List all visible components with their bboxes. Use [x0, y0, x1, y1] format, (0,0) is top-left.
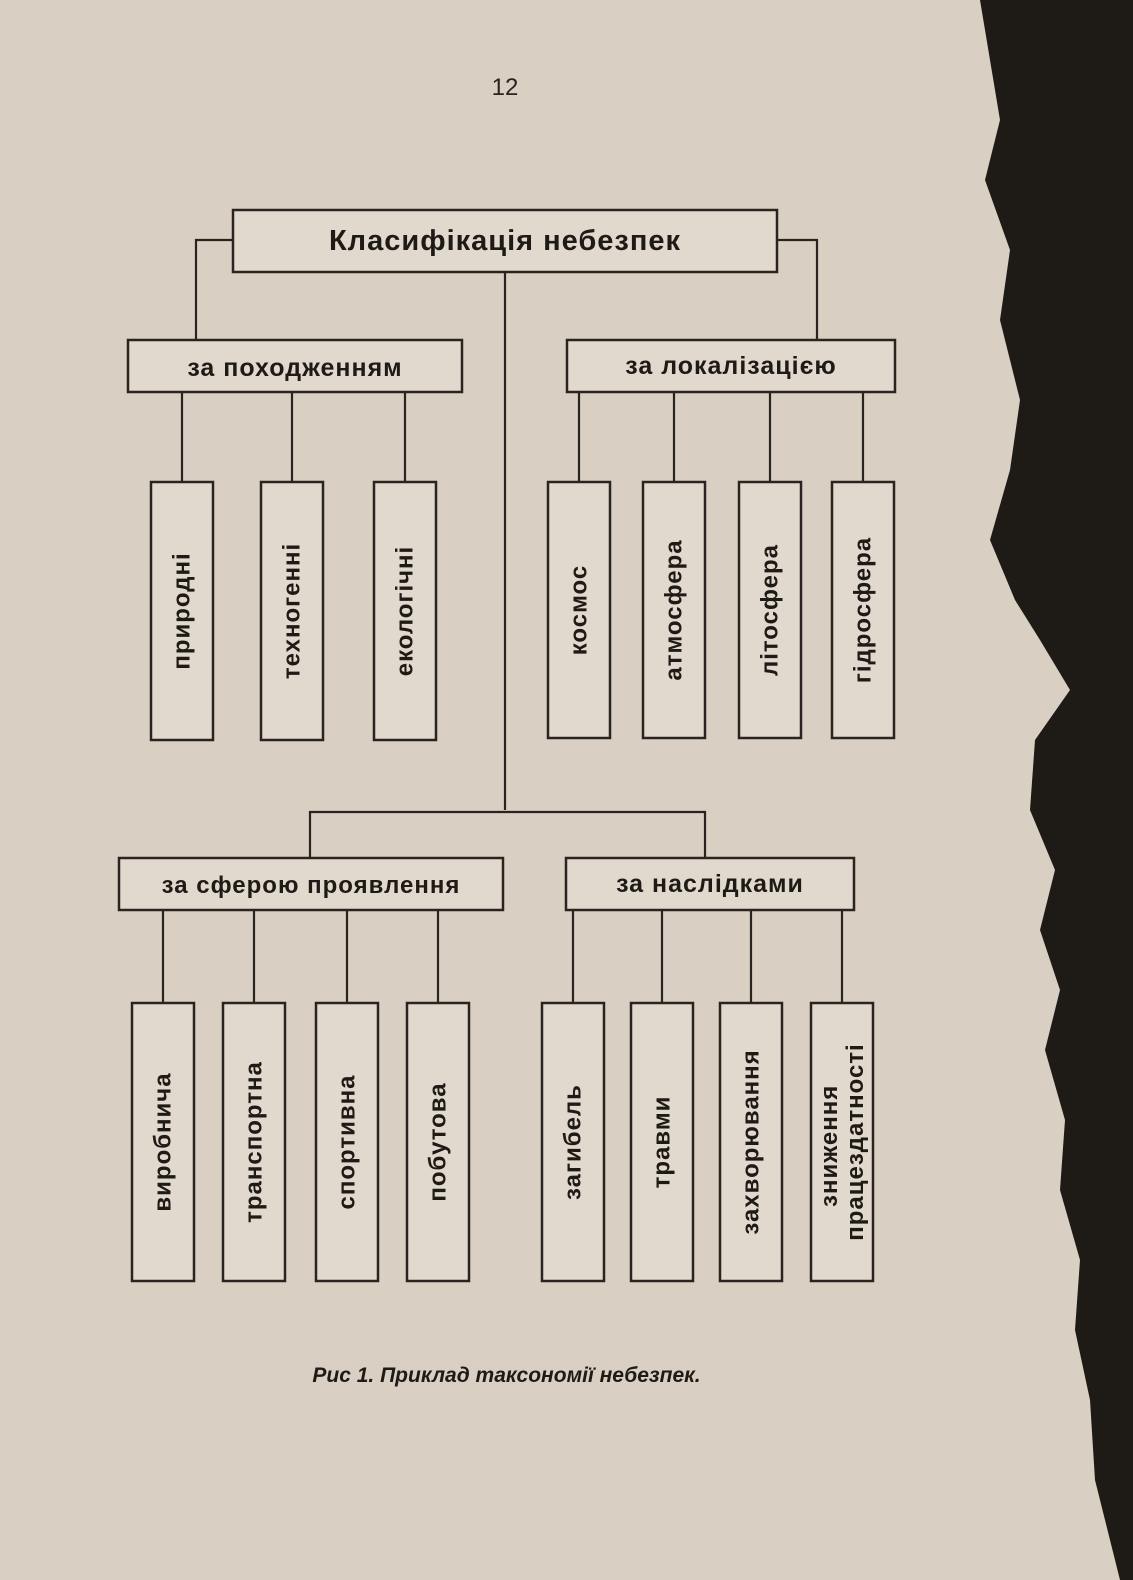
leaf-sphere-1: виробнича — [130, 1001, 196, 1283]
leaf-sphere-2-label: транспортна — [241, 1061, 268, 1223]
leaf-sphere-2: транспортна — [221, 1001, 287, 1283]
leaf-conseq-4: зниження працездатності — [809, 1001, 875, 1283]
leaf-sphere-4: побутова — [405, 1001, 471, 1283]
group-origin: за походженням — [126, 338, 464, 394]
leaf-conseq-2-label: травми — [649, 1096, 676, 1189]
group-consequences-label: за наслідками — [616, 870, 804, 898]
leaf-sphere-4-label: побутова — [425, 1082, 452, 1201]
leaf-local-3-label: літосфера — [757, 544, 784, 676]
leaf-local-4-label: гідросфера — [850, 537, 877, 683]
leaf-conseq-4-line-2: працездатності — [842, 1043, 869, 1240]
leaf-local-4: гідросфера — [830, 480, 896, 740]
leaf-local-1: космос — [546, 480, 612, 740]
leaf-origin-1: природні — [149, 480, 215, 742]
leaf-origin-3-label: екологічні — [392, 546, 419, 676]
leaf-sphere-1-label: виробнича — [150, 1072, 177, 1211]
leaf-origin-2-label: техногенні — [279, 543, 306, 679]
group-consequences: за наслідками — [564, 856, 856, 912]
leaf-conseq-3-label: захворювання — [738, 1049, 765, 1234]
leaf-conseq-1-label: загибель — [560, 1084, 587, 1200]
leaf-origin-2: техногенні — [259, 480, 325, 742]
figure-caption: Рис 1. Приклад таксономії небезпек. — [312, 1364, 701, 1387]
root-node: Класифікація небезпек — [231, 208, 779, 274]
leaf-conseq-4-label: зниження працездатності — [816, 1043, 869, 1240]
connector-root-right — [777, 238, 819, 340]
leaf-local-2-label: атмосфера — [661, 539, 688, 680]
leaf-conseq-4-line-1: зниження — [816, 1085, 843, 1207]
leaf-origin-3: екологічні — [372, 480, 438, 742]
root-label: Класифікація небезпек — [329, 225, 681, 257]
leaf-sphere-3-label: спортивна — [334, 1075, 361, 1210]
page-number: 12 — [491, 74, 519, 101]
leaf-conseq-3: захворювання — [718, 1001, 784, 1283]
group-origin-label: за походженням — [187, 354, 402, 382]
connector-root-left — [194, 238, 233, 340]
leaf-sphere-3: спортивна — [314, 1001, 380, 1283]
group-sphere-label: за сферою проявлення — [162, 872, 461, 899]
group-localization: за локалізацією — [565, 338, 897, 394]
group-localization-label: за локалізацією — [625, 352, 836, 380]
leaf-conseq-1: загибель — [540, 1001, 606, 1283]
connectors — [161, 238, 865, 1003]
leaf-conseq-2: травми — [629, 1001, 695, 1283]
leaf-local-1-label: космос — [566, 565, 593, 656]
group-sphere: за сферою проявлення — [117, 856, 505, 912]
leaf-local-3: літосфера — [737, 480, 803, 740]
connector-trunk-bottom — [308, 810, 707, 858]
leaf-origin-1-label: природні — [169, 552, 196, 669]
leaf-local-2: атмосфера — [641, 480, 707, 740]
